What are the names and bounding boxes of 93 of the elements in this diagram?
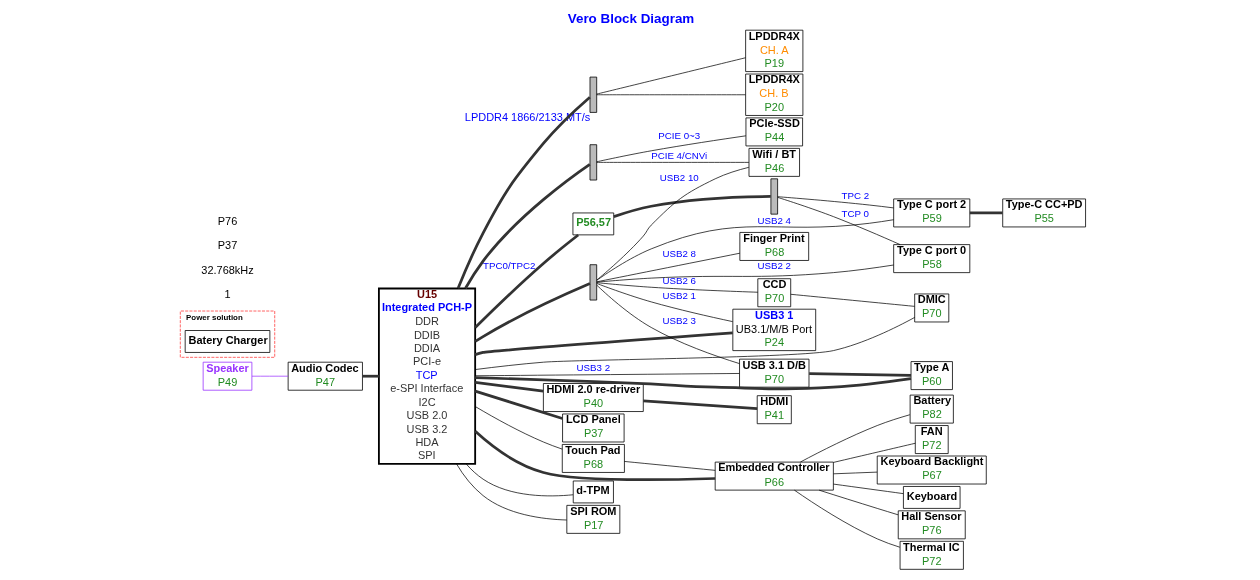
connector [642, 399, 757, 410]
connector [776, 196, 894, 209]
connector [595, 135, 746, 163]
edge-label: PCIE 4/CNVi [650, 150, 707, 162]
node-box: DMIC P70 [913, 293, 949, 323]
node-box: U15 Integrated PCH-P DDR DDIB DDIA PCI-e TCP e-SPI Interface I2C USB 2.0 USB 3.2 HDA SPI [377, 287, 476, 465]
label: P37 [217, 239, 237, 252]
diagram-title: Vero Block Diagram [567, 11, 694, 27]
connector [595, 283, 733, 322]
connector [832, 442, 916, 463]
connector [832, 471, 877, 475]
connector [595, 282, 758, 293]
connector [455, 463, 567, 521]
connector [793, 489, 900, 548]
connector [474, 389, 563, 420]
node-box: d-TPM [572, 480, 614, 504]
connector [473, 233, 579, 329]
connector [776, 197, 900, 245]
connector [465, 463, 573, 497]
connector [474, 282, 590, 343]
node-box: Type C port 2 P59 [892, 198, 970, 228]
edge-label: USB2 4 [756, 214, 791, 226]
node-box: PCIe-SSD P44 [745, 117, 803, 147]
edge-label: PCIE 0~3 [657, 130, 700, 142]
connector [595, 57, 746, 95]
connector [808, 372, 911, 377]
edge-label: TPC 2 [840, 190, 869, 202]
connector [456, 96, 591, 289]
node-box: SPI ROM P17 [565, 504, 620, 534]
connector [251, 375, 288, 377]
node-bar [589, 144, 597, 181]
edge-label: USB3 2 [576, 361, 610, 373]
connector [474, 373, 740, 377]
label: P76 [217, 214, 237, 227]
connector [474, 381, 543, 393]
connector [623, 461, 716, 471]
node-box: LPDDR4X CH. B P20 [744, 73, 803, 116]
edge-label: USB2 1 [661, 289, 696, 301]
node-box: Type-C CC+PD P55 [1001, 198, 1086, 228]
node-box: Audio Codec P47 [287, 361, 363, 391]
node-box: Finger Print P68 [738, 232, 809, 261]
node-box: Keyboard [902, 486, 960, 509]
node-box: HDMI P41 [756, 395, 792, 425]
connector [595, 162, 749, 163]
node-box: Hall Sensor P76 [897, 510, 966, 540]
connector [595, 94, 746, 96]
connector [789, 293, 915, 307]
edge-label: USB2 8 [661, 248, 696, 260]
connector [595, 252, 740, 283]
connector [799, 414, 910, 463]
label: 1 [223, 287, 231, 300]
connector [612, 195, 771, 218]
connector [596, 219, 894, 281]
edge-label: TPC0/TPC2 [482, 260, 536, 272]
node-bar [770, 178, 778, 215]
node-box: P56,57 [572, 212, 614, 236]
node-box: HDMI 2.0 re-driver P40 [542, 383, 644, 412]
edge-label: USB2 3 [661, 315, 696, 327]
node-box: Type A P60 [910, 361, 953, 390]
node-box: CCD P70 [756, 278, 791, 308]
node-box: LCD Panel P37 [561, 413, 624, 443]
node-box: Thermal IC P72 [899, 540, 964, 570]
connector [463, 163, 591, 289]
connector [818, 489, 898, 516]
connector [474, 376, 911, 391]
connector [832, 483, 904, 494]
node-box: USB 3.1 D/B P70 [738, 358, 809, 388]
node-bar [589, 76, 597, 113]
edge-label: USB2 10 [659, 171, 699, 183]
node-box: Wifi / BT P46 [748, 147, 800, 177]
connector [362, 374, 379, 378]
node-box: Embedded Controller P66 [714, 461, 834, 491]
node-box: FAN P72 [914, 425, 949, 454]
connector [474, 317, 915, 370]
connector [474, 406, 563, 450]
connector [969, 211, 1003, 215]
connector [473, 430, 715, 481]
connector [595, 284, 740, 364]
connector [474, 331, 733, 356]
node-box: Speaker P49 [202, 361, 252, 391]
node-box: USB3 1 UB3.1/M/B Port P24 [731, 308, 816, 351]
edge-label: USB2 2 [756, 260, 791, 272]
node-box: Type C port 0 P58 [892, 244, 970, 274]
edge-label: USB2 6 [661, 275, 696, 287]
node-box: Keyboard Backlight P67 [876, 455, 987, 485]
node-box: Batery Charger [184, 330, 270, 353]
label: 32.768kHz [200, 263, 254, 276]
node-bar [589, 264, 597, 301]
node-box: Battery P82 [909, 394, 954, 424]
node-box: LPDDR4X CH. A P19 [744, 29, 803, 72]
node-box: Touch Pad P68 [561, 444, 625, 473]
connector [595, 166, 749, 281]
edge-label: TCP 0 [841, 208, 869, 220]
